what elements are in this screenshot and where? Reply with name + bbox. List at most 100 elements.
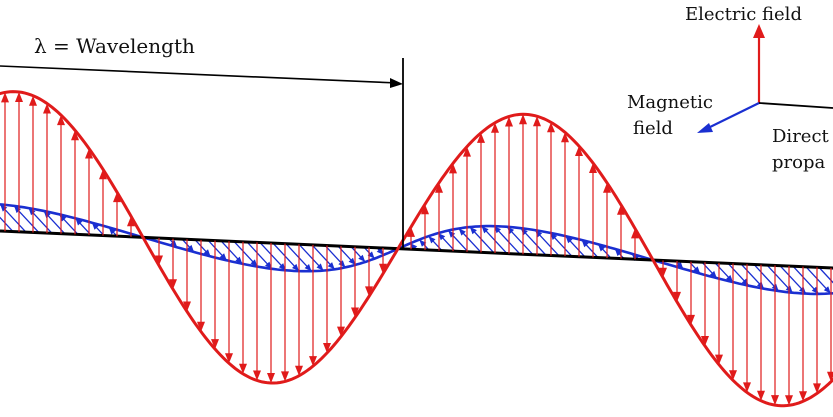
magnetic-vector-arrowhead: [203, 249, 211, 257]
electric-vector-arrowhead: [589, 163, 597, 173]
electric-vector-arrowhead: [29, 95, 37, 106]
electric-vector-arrowhead: [603, 182, 611, 193]
electric-vector-arrowhead: [813, 383, 821, 394]
magnetic-vector-arrowhead: [469, 227, 477, 235]
electric-vector-arrowhead: [743, 382, 751, 393]
magnetic-vector-arrowhead: [419, 239, 427, 247]
magnetic-vector-arrowhead: [823, 286, 831, 294]
legend-magnetic-axis: [705, 102, 760, 130]
magnetic-vector-arrowhead: [410, 243, 418, 251]
electric-vector-arrowhead: [463, 146, 471, 157]
electric-vector-arrowhead: [449, 163, 457, 174]
magnetic-vector-arrowhead: [494, 226, 501, 234]
electric-vector-arrowhead: [211, 339, 219, 350]
electric-vector-arrowhead: [421, 204, 429, 215]
magnetic-vector-arrowhead: [376, 247, 384, 255]
electric-vector-arrowhead: [715, 354, 723, 365]
electric-vector-arrowhead: [379, 263, 387, 274]
magnetic-vector-arrowhead: [709, 270, 717, 279]
magnetic-vector-arrowhead: [581, 240, 589, 248]
magnetic-vector-arrowhead: [693, 266, 701, 274]
direction-label-line2: propa: [772, 152, 825, 173]
electric-vector-arrowhead: [799, 391, 807, 402]
electric-vector-arrowhead: [323, 343, 331, 353]
electric-vector-arrowhead: [435, 182, 443, 193]
magnetic-vector-arrowhead: [614, 248, 622, 257]
propagation-axis: [0, 229, 833, 270]
magnetic-vector-arrowhead: [348, 257, 356, 265]
electric-vector-arrowhead: [729, 370, 737, 381]
electric-vector-arrowhead: [631, 228, 639, 239]
direction-label-line1: Direct: [772, 126, 830, 147]
electric-vector-arrowhead: [85, 148, 93, 159]
electric-vector-arrowhead: [757, 390, 765, 401]
electric-vector-arrowhead: [785, 395, 793, 406]
magnetic-vector-arrowhead: [726, 275, 733, 283]
magnetic-vector-arrowhead: [428, 236, 436, 244]
magnetic-vector-arrowhead: [170, 240, 178, 248]
electric-vector-arrowhead: [253, 370, 261, 381]
magnetic-vector-arrowhead: [338, 260, 346, 268]
magnetic-vector-arrowhead: [187, 244, 194, 252]
electric-vector-arrowhead: [43, 103, 51, 114]
magnetic-field-label-line1: Magnetic: [627, 92, 713, 113]
magnetic-wave-curve: [0, 203, 833, 296]
electric-vector-arrowhead: [295, 365, 303, 376]
electric-vector-arrowhead: [113, 192, 121, 203]
magnetic-vector-arrowhead: [550, 232, 558, 240]
electric-vector-arrowhead: [477, 132, 485, 143]
electric-vector-arrowhead: [575, 146, 583, 156]
magnetic-vector-arrowhead: [250, 259, 258, 267]
electric-vector-arrowhead: [267, 373, 275, 383]
magnetic-vector-arrowhead: [565, 236, 573, 244]
electric-vector-arrowhead: [127, 216, 135, 227]
legend-electric-arrowhead: [753, 24, 765, 38]
electric-vector-arrowhead: [337, 326, 345, 337]
magnetic-vector-arrowhead: [304, 264, 312, 272]
magnetic-field-wave: [0, 203, 833, 296]
electric-vector-arrowhead: [505, 116, 513, 127]
electric-vector-arrowhead: [197, 321, 205, 332]
magnetic-vector-arrowhead: [448, 230, 456, 238]
wavelength-label: λ = Wavelength: [34, 34, 195, 58]
electric-vector-arrowhead: [687, 314, 695, 325]
magnetic-field-label-line2: field: [633, 118, 673, 139]
magnetic-vector-arrowhead: [367, 251, 375, 259]
magnetic-vector-arrowhead: [92, 222, 99, 230]
electric-vector-arrowhead: [365, 286, 373, 297]
electric-vector-arrowhead: [701, 336, 709, 346]
electric-vector-arrowhead: [519, 114, 527, 125]
electric-field-wave: [0, 90, 833, 408]
electric-field-label: Electric field: [685, 4, 802, 25]
magnetic-vector-arrowhead: [75, 218, 83, 226]
magnetic-vector-arrowhead: [481, 226, 489, 234]
magnetic-vector-arrowhead: [28, 208, 36, 216]
magnetic-vector-arrowhead: [235, 256, 243, 264]
electric-vector-arrowhead: [491, 122, 499, 133]
electric-vector-arrowhead: [673, 291, 681, 302]
magnetic-field-vector: [0, 216, 14, 233]
electric-vector-arrowhead: [827, 371, 833, 382]
magnetic-vector-arrowhead: [219, 253, 227, 261]
electric-vector-arrowhead: [281, 371, 289, 382]
electric-vector-arrowhead: [71, 130, 79, 141]
wavelength-arrowhead: [390, 78, 403, 88]
electric-vector-arrowhead: [309, 356, 317, 367]
wavelength-dimension-line: [0, 65, 399, 84]
legend-magnetic-arrowhead: [697, 123, 713, 133]
electric-vector-arrowhead: [1, 92, 9, 103]
magnetic-vector-arrowhead: [676, 261, 684, 269]
magnetic-vector-arrowhead: [0, 204, 8, 212]
magnetic-vector-arrowhead: [438, 233, 446, 241]
electric-vector-arrowhead: [99, 169, 107, 180]
electric-vector-arrowhead: [561, 132, 569, 143]
electric-vector-arrowhead: [15, 92, 23, 102]
magnetic-vector-arrowhead: [316, 263, 324, 271]
electric-vector-arrowhead: [617, 204, 625, 215]
electric-vector-arrowhead: [771, 395, 779, 406]
magnetic-vector-arrowhead: [108, 227, 116, 235]
electric-vector-arrowhead: [351, 307, 359, 318]
electric-vector-arrowhead: [183, 301, 191, 312]
